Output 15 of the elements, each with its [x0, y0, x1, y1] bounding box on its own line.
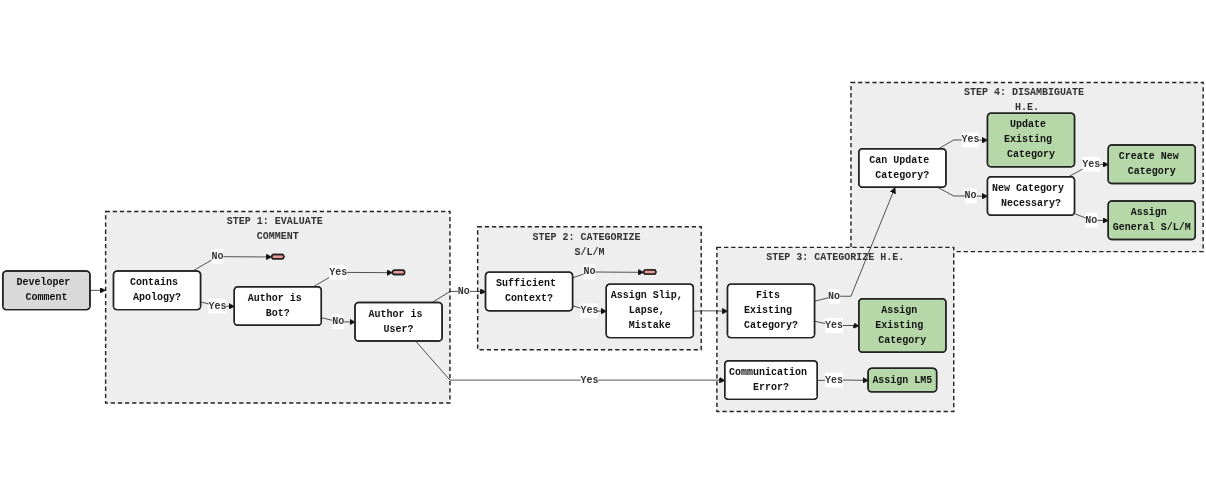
edge-label: Yes [1082, 158, 1101, 170]
edge-label: Yes [825, 374, 844, 386]
edge-label: Yes [208, 299, 227, 312]
edge-label: No [457, 285, 470, 297]
edge-label: No [583, 265, 596, 278]
edge-label: Yes [580, 374, 599, 386]
edge-label: No [332, 315, 345, 328]
edge-label: No [828, 290, 841, 302]
edge-label: Yes [580, 304, 599, 317]
edge-label: Yes [329, 266, 348, 278]
edge-label: No [964, 189, 977, 202]
edge-label: No [211, 250, 224, 262]
edge-label: Yes [961, 133, 980, 146]
edge-label: Yes [825, 319, 844, 331]
edge-label: No [1085, 214, 1098, 226]
